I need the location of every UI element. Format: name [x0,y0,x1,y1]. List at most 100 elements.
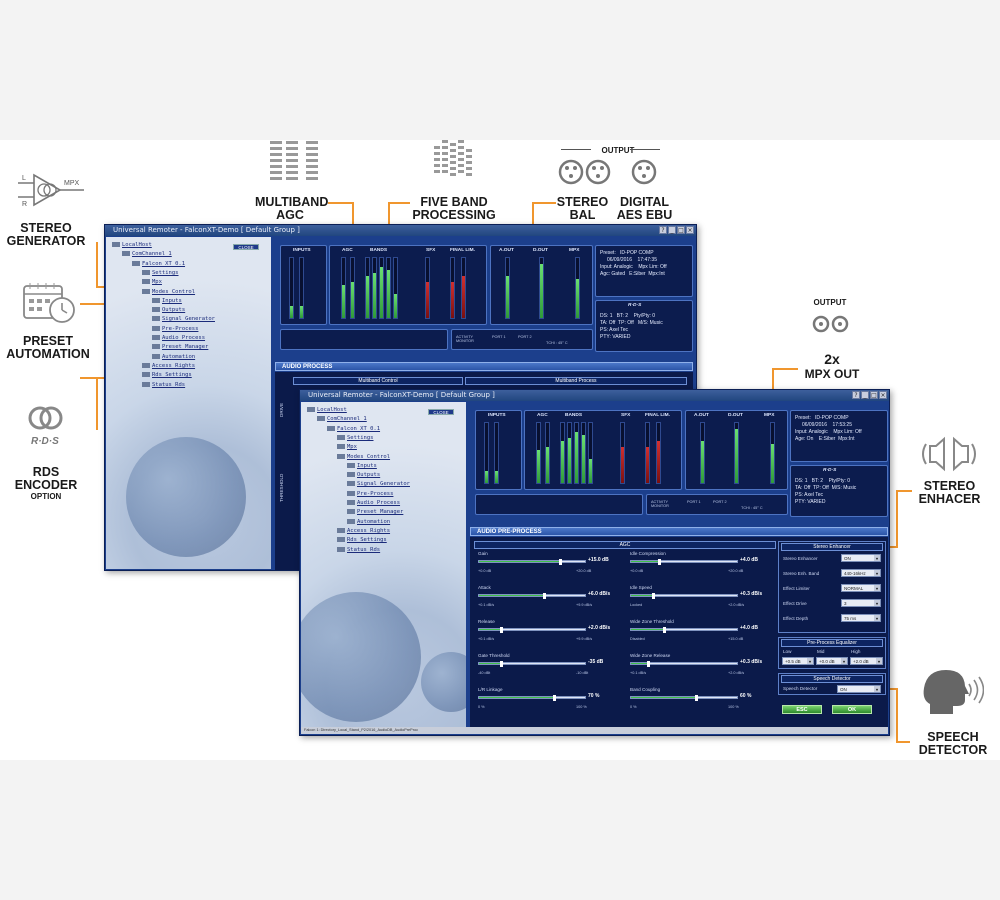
help-button[interactable]: ? [852,391,860,399]
xlr-connectors-icon [558,159,657,185]
slider-track[interactable] [478,627,586,633]
tree-node[interactable]: Automation [152,353,195,360]
close-tree-button[interactable]: CLOSE [233,244,259,250]
tree-node[interactable]: LocalHost [307,407,347,413]
tree-node[interactable]: LocalHost [112,242,152,248]
tree-node[interactable]: Inputs [347,462,377,469]
tree-node[interactable]: Falcon XT 0.1 [327,425,380,432]
tree-node-label: Modes Control [152,288,196,295]
tree-node[interactable]: Audio Process [152,335,205,341]
minimize-button[interactable]: _ [668,226,676,234]
slider-thumb[interactable] [657,559,661,565]
tree-node[interactable]: Pre-Process [347,490,393,497]
level-meter [539,257,544,319]
tree-node[interactable]: Preset Manager [347,509,403,515]
tree-node[interactable]: Audio Process [347,500,400,506]
slider-track[interactable] [630,661,738,667]
slider-track[interactable] [478,559,586,565]
tree-node[interactable]: Preset Manager [152,344,208,350]
tree-node[interactable]: ComChannel 1 [122,251,172,257]
close-tree-button[interactable]: CLOSE [428,409,454,415]
slider-track[interactable] [478,695,586,701]
slider-track[interactable] [630,593,738,599]
slider-thumb[interactable] [694,695,698,701]
stereo-field-select[interactable]: NORMAL▾ [841,584,881,592]
esc-button[interactable]: ESC [782,705,822,714]
slider-min: +0.1 dB/s [478,603,495,607]
ok-button[interactable]: OK [832,705,872,714]
slider-thumb[interactable] [553,695,557,701]
tree-node[interactable]: Access Rights [337,527,390,534]
minimize-button[interactable]: _ [861,391,869,399]
stereo-field-select[interactable]: ON▾ [841,554,881,562]
tree-node[interactable]: Signal Generator [347,481,410,487]
tree-node[interactable]: Mpx [142,279,162,285]
rca-outputs-icon [812,315,849,333]
slider-track[interactable] [630,559,738,565]
slider-thumb[interactable] [652,593,656,599]
tree-node[interactable]: Falcon XT 0.1 [132,260,185,267]
tree-node[interactable]: Rds Settings [337,537,387,543]
agc-slider-row: Gain+15.0 dB+0.0 dB+20.0 dB [476,551,624,585]
tree-node[interactable]: Inputs [152,297,182,304]
front-window: Universal Remoter - FalconXT-Demo [ Defa… [299,389,890,736]
tree-node[interactable]: Status Rds [142,381,186,388]
maximize-button[interactable]: □ [870,391,878,399]
tree-node[interactable]: Outputs [152,307,185,313]
slider-min: -40 dBt [478,671,491,675]
help-button[interactable]: ? [659,226,667,234]
tree-node[interactable]: Settings [337,434,374,441]
stereo-field-select[interactable]: 3▾ [841,599,881,607]
stereo-field-select[interactable]: 440-16kHz▾ [841,569,881,577]
stereo-field-select[interactable]: 75 ms▾ [841,614,881,622]
tree-node[interactable]: Status Rds [337,546,380,553]
eq-high-select[interactable]: +2.0 dB▾ [850,657,883,665]
preset-info: Preset: ID-POP COMP 06/09/2016 17:47:35 … [600,250,667,277]
close-window-button[interactable]: × [686,226,694,234]
meter-fill [394,294,397,318]
tab-multiband-process[interactable]: Multiband Process [465,377,687,385]
speech-detector-select[interactable]: ON▾ [837,685,881,693]
slider-track[interactable] [478,593,586,599]
tree-node[interactable]: Outputs [347,472,380,478]
meter-fill [426,282,429,318]
tree-node[interactable]: Rds Settings [142,372,192,378]
back-window-titlebar[interactable]: Universal Remoter - FalconXT-Demo [ Defa… [105,225,696,236]
close-window-button[interactable]: × [879,391,887,399]
tree-node[interactable]: Modes Control [142,288,196,295]
meter-fill [485,471,488,483]
slider-thumb[interactable] [542,593,546,599]
tab-multiband-control[interactable]: Multiband Control [293,377,463,385]
slider-thumb[interactable] [558,559,562,565]
level-meter [560,422,565,484]
slider-track[interactable] [478,661,586,667]
tree-node-label: Audio Process [357,500,401,506]
eq-low-select[interactable]: +0.5 dB▾ [782,657,814,665]
tree-node[interactable]: Access Rights [142,362,195,369]
eq-mid-select[interactable]: +0.0 dB▾ [816,657,848,665]
meter-fill [561,441,564,483]
slider-thumb[interactable] [662,627,666,633]
slider-thumb[interactable] [646,661,650,667]
slider-track[interactable] [630,695,738,701]
tree-node[interactable]: Modes Control [337,453,390,460]
tree-node[interactable]: Automation [347,518,390,525]
tree-node[interactable]: Signal Generator [152,316,215,322]
tree-node[interactable]: Mpx [337,444,357,450]
tree-node-icon [152,297,160,303]
drive-label: DRIVE [279,402,284,417]
tree-node-icon [142,372,150,378]
tree-node[interactable]: Pre-Process [152,325,198,332]
maximize-button[interactable]: □ [677,226,685,234]
slider-track[interactable] [630,627,738,633]
tree-node[interactable]: Settings [142,269,179,276]
front-window-titlebar[interactable]: Universal Remoter - FalconXT-Demo [ Defa… [300,390,889,401]
tree-node-label: Status Rds [152,381,186,388]
tree-node-label: Audio Process [162,335,206,341]
slider-thumb[interactable] [500,627,504,633]
tree-node-label: ComChannel 1 [327,416,367,423]
slider-thumb[interactable] [500,661,504,667]
tree-node[interactable]: ComChannel 1 [317,416,367,422]
bands-label: BANDS [565,413,583,418]
